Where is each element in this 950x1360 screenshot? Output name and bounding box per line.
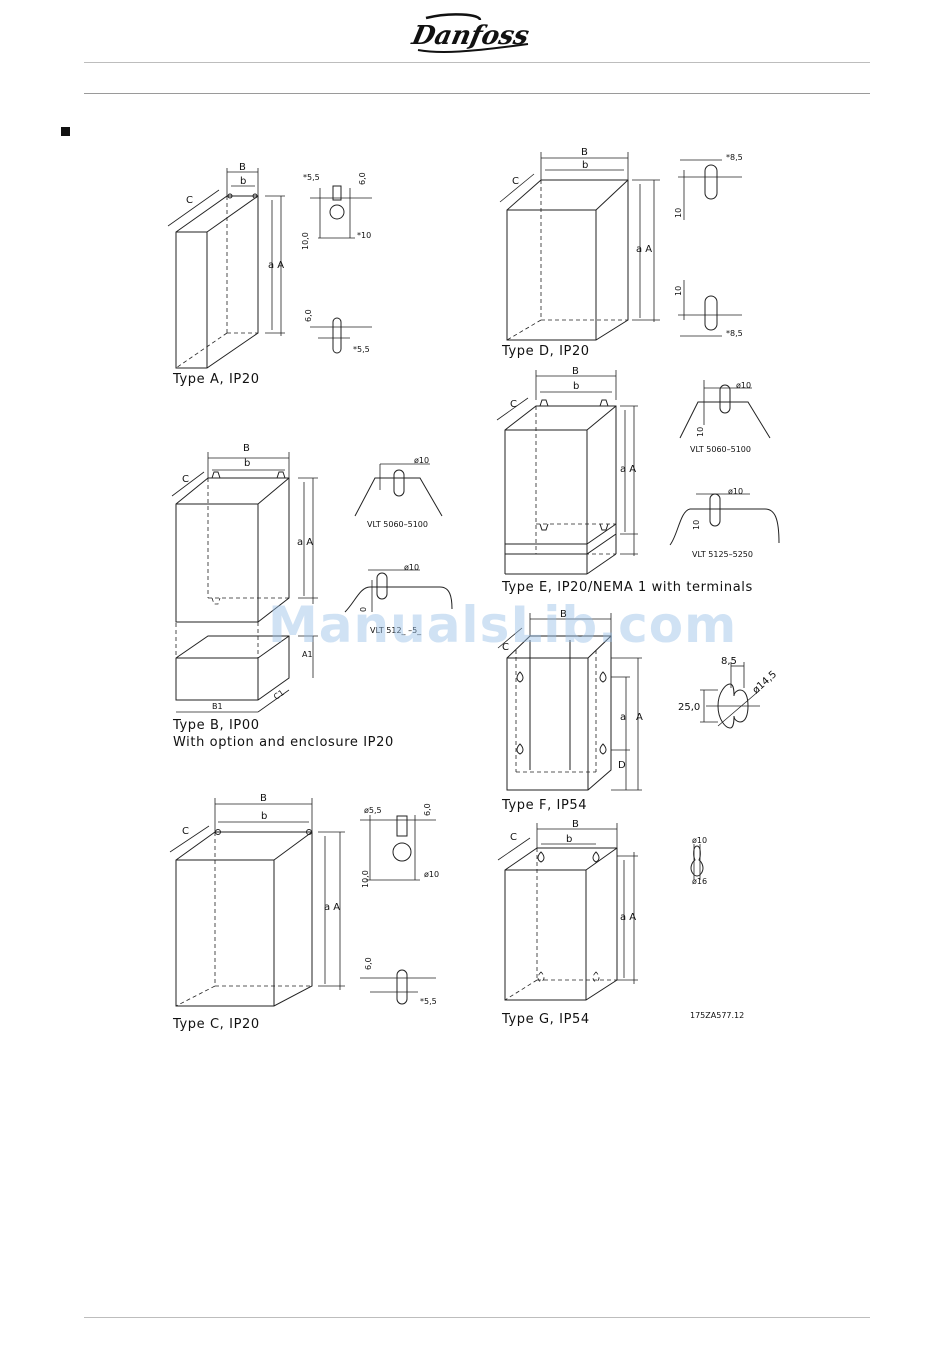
type-b-hole-d10a: ø10 [414,456,429,465]
type-c-hole-d3: 10,0 [361,870,370,888]
type-g-hole-d2: ø16 [692,877,707,886]
type-b-dim-C1: C1 [272,688,286,702]
type-c-dim-b: b [261,811,267,822]
type-d-dim-B: B [581,147,588,158]
type-b-caption: Type B, IP00 [172,718,260,733]
type-b-hole-detail [344,463,453,613]
type-b-dim-B1: B1 [212,702,223,711]
header-rule-bottom [84,93,870,94]
type-d-caption: Type D, IP20 [501,344,590,359]
drawing-code: 175ZA577.12 [690,1011,744,1020]
type-g-drawing [497,823,638,1001]
type-e-dim-C: C [510,399,517,410]
type-b-dim-A1: A1 [302,650,313,659]
type-c-hole-d6: *5,5 [420,997,437,1006]
type-a-dim-aA: a A [268,260,284,271]
type-a-caption: Type A, IP20 [172,372,260,387]
type-g-caption: Type G, IP54 [501,1012,590,1027]
type-a-hole-d2: 6,0 [358,172,367,185]
type-a-hole-d5: 6,0 [304,309,313,322]
type-d-dim-b: b [582,160,588,171]
type-d-dim-aA: a A [636,244,652,255]
type-f-dim-C: C [502,642,509,653]
type-a-drawing [167,168,285,369]
type-f-drawing [497,613,642,791]
type-a-dim-b: b [240,176,246,187]
type-b-hole-zero: 0 [359,607,368,612]
type-d-hole-d4: *8,5 [726,329,743,338]
type-c-hole-d2: 6,0 [423,803,432,816]
type-g-dim-b: b [566,834,572,845]
type-f-hole-d2: 25,0 [678,702,700,713]
type-a-hole-d4: *10 [357,231,371,240]
type-e-drawing [496,370,638,575]
type-b-vlt-1: VLT 5060–5100 [367,520,428,529]
type-f-dim-D: D [618,760,626,771]
footer-rule [84,1317,870,1318]
type-d-hole-detail [678,159,742,337]
section-bullet [61,127,70,136]
type-c-hole-d4: ø10 [424,870,439,879]
type-f-dim-B: B [560,609,567,620]
type-e-caption: Type E, IP20/NEMA 1 with terminals [501,580,753,595]
type-a-dim-C: C [186,195,193,206]
type-e-dim-b: b [573,381,579,392]
type-d-hole-d1: *8,5 [726,153,743,162]
type-b-dim-C: C [182,474,189,485]
type-a-hole-d1: *5,5 [303,173,320,182]
type-c-dim-B: B [260,793,267,804]
type-f-hole-d3: ø14,5 [751,669,779,696]
type-e-hole-detail [669,380,780,546]
type-d-dim-C: C [512,176,519,187]
type-f-dim-a: a [620,712,626,723]
watermark-text: ManualsLib.com [268,596,738,654]
type-e-dim-B: B [572,366,579,377]
type-f-hole-d1: 8,5 [721,656,737,667]
type-f-hole-detail [700,662,761,729]
type-e-hole-ten2: 10 [692,520,701,530]
type-a-hole-d6: *5,5 [353,345,370,354]
type-c-hole-d1: ø5,5 [364,806,382,815]
type-c-caption: Type C, IP20 [172,1017,260,1032]
type-g-dim-B: B [572,819,579,830]
type-d-hole-d3: 10 [674,286,683,296]
type-e-hole-d10a: ø10 [736,381,751,390]
type-e-hole-ten: 10 [696,427,705,437]
type-g-hole-d1: ø10 [692,836,707,845]
type-e-dim-aA: a A [620,464,636,475]
type-e-vlt-2: VLT 5125–5250 [692,550,753,559]
type-c-drawing [169,798,345,1007]
type-c-hole-d5: 6,0 [364,957,373,970]
type-a-dim-B: B [239,162,246,173]
type-f-dim-A: A [636,712,643,723]
type-e-hole-d10b: ø10 [728,487,743,496]
type-b-vlt-2: VLT 512_ –5_ [370,626,422,635]
type-g-hole-detail [690,844,704,880]
type-g-dim-aA: a A [620,912,636,923]
danfoss-logo: Danfoss [410,13,532,53]
type-a-hole-d3: 10,0 [301,232,310,250]
type-f-caption: Type F, IP54 [501,798,587,813]
type-e-vlt-1: VLT 5060–5100 [690,445,751,454]
type-c-dim-C: C [182,826,189,837]
type-g-dim-C: C [510,832,517,843]
type-b-caption-2: With option and enclosure IP20 [173,735,394,750]
type-c-dim-aA: a A [324,902,340,913]
type-b-hole-d10b: ø10 [404,563,419,572]
type-c-hole-detail [360,815,436,1005]
type-b-dim-aA: a A [297,537,313,548]
type-d-drawing [499,152,660,341]
type-b-dim-b: b [244,458,250,469]
type-b-dim-B: B [243,443,250,454]
header-rule-top [84,62,870,63]
type-a-hole-detail [310,185,372,354]
type-b-drawing [171,452,318,713]
type-d-hole-d2: 10 [674,208,683,218]
